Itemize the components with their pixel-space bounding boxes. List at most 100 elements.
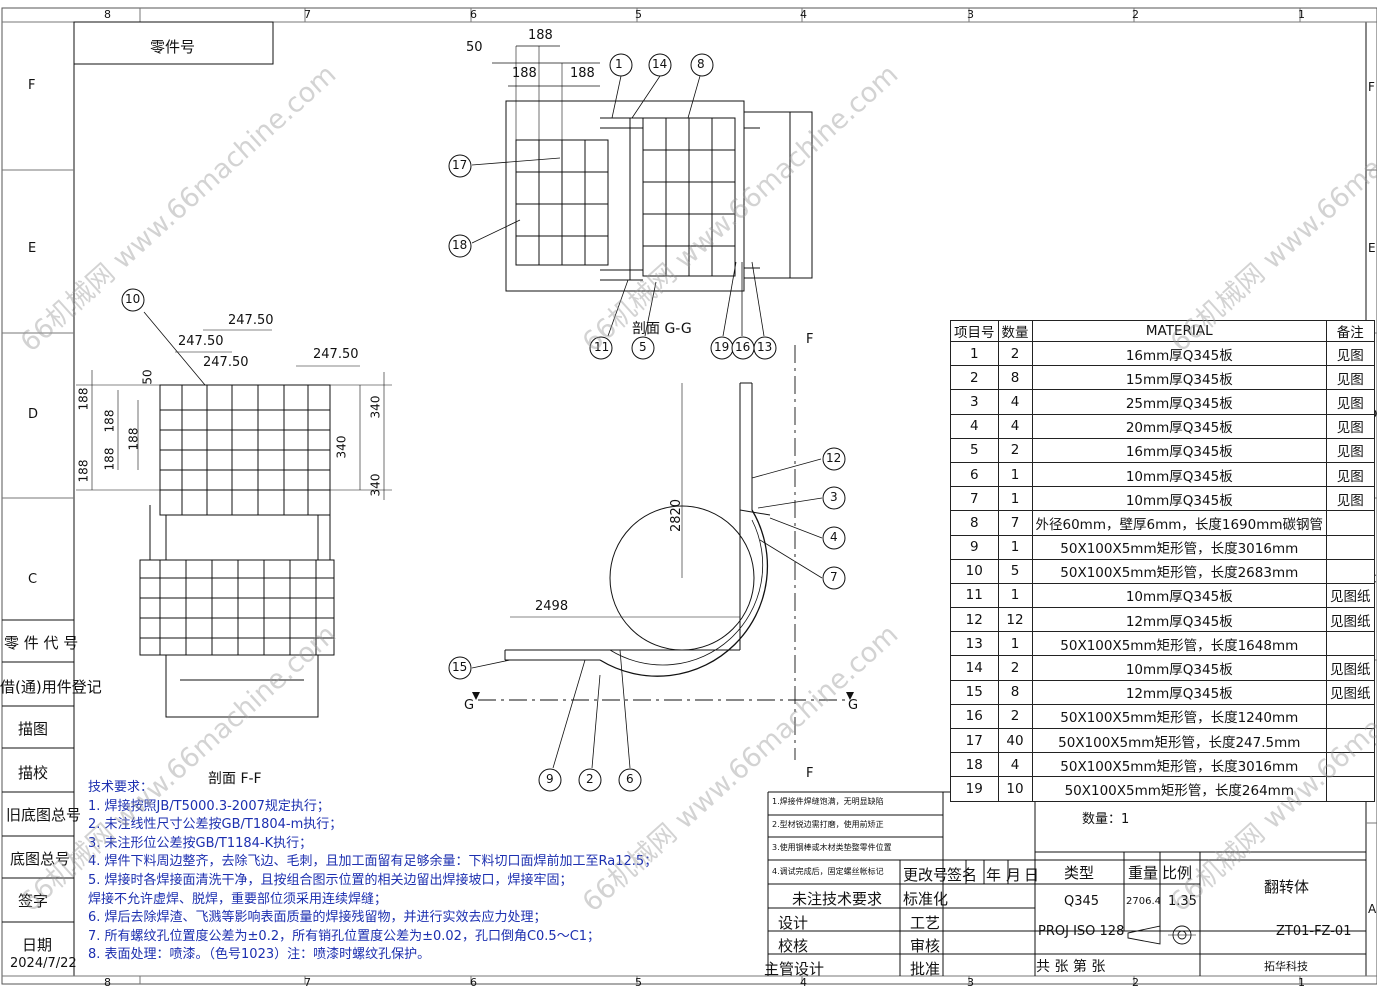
border-letter: C xyxy=(28,572,38,587)
bom-header-row: 项目号 数量 MATERIAL 备注 xyxy=(950,320,1375,342)
part-no-label: 零件号 xyxy=(150,38,196,56)
balloon-label: 17 xyxy=(452,158,468,172)
tech-note-line: 6. 焊后去除焊渣、飞溅等影响表面质量的焊接残留物，并进行实效去应力处理； xyxy=(88,910,547,926)
border-number: 6 xyxy=(470,8,477,21)
bom-remark: 见图 xyxy=(1326,461,1375,488)
tech-note-line: 8. 表面处理：喷漆。（色号1023）注：喷漆时螺纹孔保护。 xyxy=(88,947,431,963)
bom-qty: 2 xyxy=(997,340,1033,367)
section-gg-title: 剖面 G-G xyxy=(632,321,692,337)
bom-material: 50X100X5mm矩形管，长度1240mm xyxy=(1031,703,1328,730)
bom-material: 50X100X5mm矩形管，长度1648mm xyxy=(1031,631,1328,657)
bom-item-no: 8 xyxy=(950,510,999,536)
bom-remark: 见图 xyxy=(1326,365,1375,391)
bom-qty: 2 xyxy=(997,655,1033,681)
border-number: 4 xyxy=(800,976,807,989)
bom-qty: 2 xyxy=(997,703,1033,730)
bom-remark: 见图纸 xyxy=(1326,582,1375,609)
balloon-label: 4 xyxy=(830,530,838,544)
bom-header: 数量 xyxy=(997,320,1033,342)
bom-item-no: 5 xyxy=(950,437,999,463)
balloon-label: 13 xyxy=(757,340,773,354)
sheet-label: 共 张 第 张 xyxy=(1036,959,1106,975)
dim-text: 2498 xyxy=(535,599,569,614)
bom-material: 10mm厚Q345板 xyxy=(1031,582,1328,609)
border-number: 5 xyxy=(635,8,642,21)
bom-remark xyxy=(1326,510,1375,536)
dim-text: 247.50 xyxy=(203,355,249,370)
cut-label: F xyxy=(806,332,814,347)
bom-material: 15mm厚Q345板 xyxy=(1031,365,1328,391)
bom-item-no: 7 xyxy=(950,486,999,512)
tech-note-line: 7. 所有螺纹孔位置度公差为±0.2，所有销孔位置度公差为±0.02，孔口倒角C… xyxy=(88,928,601,944)
balloon-label: 19 xyxy=(714,340,730,354)
dim-text: 188 xyxy=(570,66,595,81)
bom-qty: 4 xyxy=(997,413,1033,439)
border-bottom-numbers: 8 7 6 5 4 3 2 1 xyxy=(0,976,1377,990)
border-number: 2 xyxy=(1132,976,1139,989)
bom-remark: 见图 xyxy=(1326,437,1375,463)
dim-text: 340 xyxy=(368,395,383,419)
dim-text: 2820 xyxy=(669,498,685,533)
dim-text: 340 xyxy=(368,473,383,497)
dim-text: 247.50 xyxy=(313,347,359,362)
bom-item-no: 11 xyxy=(950,582,999,609)
change-col: 更改号 xyxy=(903,866,949,884)
bom-item-no: 4 xyxy=(950,413,999,439)
tech-notes-heading: 技术要求： xyxy=(88,780,154,795)
review-label: 审核 xyxy=(910,937,941,955)
tech-notes: 技术要求： 1. 焊接按照JB/T5000.3-2007规定执行； 2. 未注线… xyxy=(88,779,657,965)
change-col: 月 xyxy=(1006,866,1022,884)
bom-qty: 12 xyxy=(997,607,1033,633)
drawing-number: ZT01-FZ-01 xyxy=(1276,924,1352,939)
bom-qty: 1 xyxy=(997,461,1033,488)
company-name: 拓华科技 xyxy=(1264,960,1308,973)
approve-label: 批准 xyxy=(910,960,941,978)
bom-material: 50X100X5mm矩形管，长度264mm xyxy=(1031,776,1328,802)
bom-remark: 见图 xyxy=(1326,340,1375,367)
cut-label: F xyxy=(806,766,814,781)
bom-qty: 1 xyxy=(997,486,1033,512)
balloon-label: 8 xyxy=(697,57,705,71)
left-label: 零 件 代 号 xyxy=(4,634,79,652)
balloon-label: 1 xyxy=(615,57,623,71)
bom-remark xyxy=(1326,752,1375,778)
type-label: 类型 xyxy=(1064,864,1095,882)
bom-header: 项目号 xyxy=(950,320,999,342)
bom-qty: 4 xyxy=(997,389,1033,415)
bom-remark xyxy=(1326,534,1375,560)
bom-remark: 见图 xyxy=(1326,486,1375,512)
dim-text: 247.50 xyxy=(178,334,224,349)
unnoted-label: 未注技术要求 xyxy=(792,890,883,908)
check-label: 校核 xyxy=(778,937,809,955)
bom-qty: 40 xyxy=(997,727,1033,754)
balloon-label: 6 xyxy=(626,772,634,786)
bom-material: 12mm厚Q345板 xyxy=(1031,607,1328,633)
bom-item-no: 9 xyxy=(950,534,999,560)
balloon-label: 9 xyxy=(546,772,554,786)
bom-remark xyxy=(1326,703,1375,730)
tech-note-line: 2. 未注线性尺寸公差按GB/T1804-m执行； xyxy=(88,817,343,833)
tech-note-line: 焊接不允许虚焊、脱焊，重要部位须采用连续焊缝； xyxy=(88,891,388,907)
drawing-name: 翻转体 xyxy=(1264,878,1310,896)
border-number: 5 xyxy=(635,976,642,989)
bom-header: 备注 xyxy=(1326,320,1375,342)
bom-item-no: 19 xyxy=(950,776,999,802)
bom-material: 50X100X5mm矩形管，长度247.5mm xyxy=(1031,727,1328,754)
weight-label: 重量 xyxy=(1128,864,1159,882)
balloon-label: 11 xyxy=(594,340,610,354)
bom-material: 25mm厚Q345板 xyxy=(1031,389,1328,415)
bom-item-no: 12 xyxy=(950,607,999,633)
bom-qty: 8 xyxy=(997,679,1033,705)
cut-label: G xyxy=(848,698,859,713)
bom-material: 20mm厚Q345板 xyxy=(1031,413,1328,439)
bom-material: 50X100X5mm矩形管，长度3016mm xyxy=(1031,534,1328,560)
bom-item-no: 15 xyxy=(950,679,999,705)
bom-material: 10mm厚Q345板 xyxy=(1031,486,1328,512)
border-letter: F xyxy=(1368,80,1375,94)
